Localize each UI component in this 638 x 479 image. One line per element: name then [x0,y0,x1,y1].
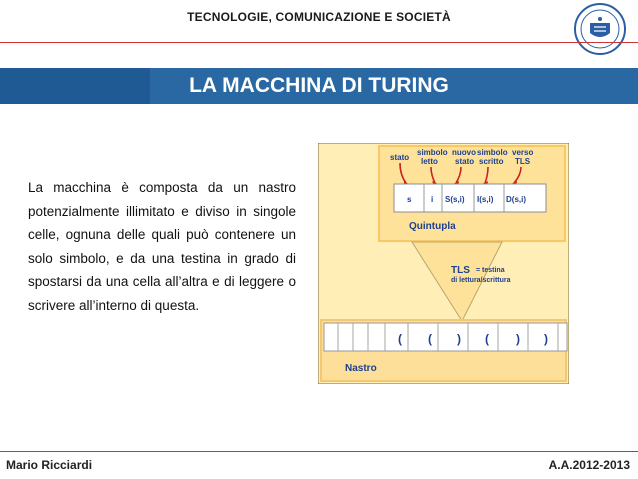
quintupla-cell-s: s [407,195,412,204]
header-title: TECNOLOGIE, COMUNICAZIONE E SOCIETÀ [187,10,451,24]
label-letto: letto [421,157,438,166]
tls-label: TLS [451,265,470,276]
quintupla-cell-written-symbol: I(s,i) [477,195,494,204]
tape-strip [323,322,568,352]
footer-rule [0,451,638,452]
quintupla-cell-new-state: S(s,i) [445,195,465,204]
quintupla-cell-i: i [431,195,433,204]
tape-symbol-4: ( [485,332,489,346]
label-nuovo: nuovo [452,148,476,157]
tls-desc-2: di lettura/scrittura [451,277,511,284]
footer-year: A.A.2012-2013 [548,458,630,472]
tape-symbol-6: ) [544,332,548,346]
footer-author: Mario Ricciardi [6,458,93,472]
tape-symbol-1: ( [398,332,402,346]
tls-head [411,241,503,323]
slide-body-text: La macchina è composta da un nastro pote… [28,180,296,313]
quintupla-row [393,183,547,213]
tape-symbol-2: ( [428,332,432,346]
quintupla-label: Quintupla [409,221,456,232]
nastro-label: Nastro [345,363,377,374]
label-scritto: scritto [479,157,504,166]
slide-title: LA MACCHINA DI TURING [189,74,449,97]
tape-symbol-5: ) [516,332,520,346]
tape-symbol-3: ) [457,332,461,346]
label-tls-small: TLS [515,157,531,166]
tls-desc-1: = testina [476,267,505,274]
university-seal-icon [574,3,626,55]
label-nuovo-stato: stato [455,157,474,166]
title-banner-accent [0,68,150,104]
label-verso: verso [512,148,533,157]
turing-machine-diagram: stato simbolo letto nuovo stato simbolo … [318,143,569,384]
quintupla-cell-direction: D(s,i) [506,195,526,204]
label-stato: stato [390,153,409,162]
label-simbolo-2: simbolo [477,148,508,157]
label-simbolo: simbolo [417,148,448,157]
header-rule [0,42,638,43]
